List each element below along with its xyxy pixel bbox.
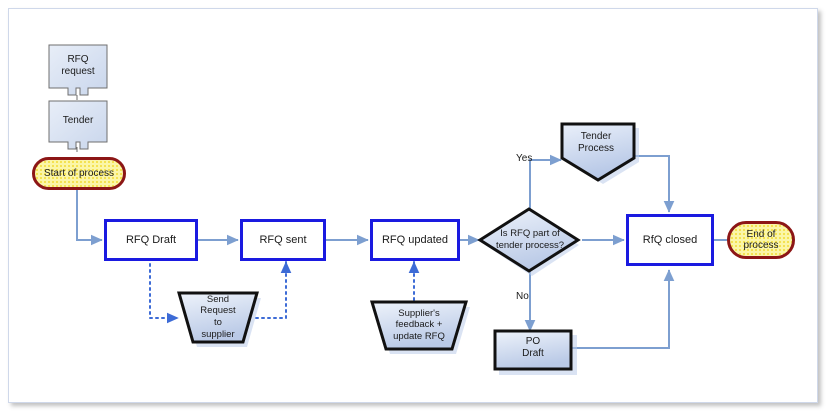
node-rfq-request[interactable] [48, 44, 108, 100]
edge-start-to-rfq-draft [76, 190, 103, 246]
node-tender-process[interactable] [557, 122, 643, 188]
node-tender[interactable] [48, 100, 108, 154]
node-rfq-sent[interactable]: RFQ sent [240, 219, 326, 261]
node-decision[interactable] [477, 206, 589, 280]
node-start-of-process-label: Start of process [43, 167, 115, 179]
edge-label-no: No [516, 291, 529, 302]
edge-decision-yes-to-tender-process [529, 154, 562, 214]
node-send-request[interactable] [166, 289, 266, 351]
node-rfq-draft-label: RFQ Draft [125, 233, 177, 246]
node-rfq-sent-label: RFQ sent [259, 233, 307, 246]
node-supplier-feedback[interactable] [359, 298, 475, 358]
edge-send-request-to-rfq-sent [255, 261, 292, 319]
node-rfq-updated[interactable]: RFQ updated [370, 219, 460, 261]
node-po-draft[interactable] [492, 327, 580, 377]
edge-label-yes: Yes [516, 153, 533, 164]
node-rfq-closed-label: RfQ closed [642, 233, 698, 246]
node-start-of-process[interactable]: Start of process [32, 157, 126, 190]
node-rfq-updated-label: RFQ updated [381, 233, 449, 246]
edge-po-draft-to-rfq-closed [569, 269, 675, 349]
node-end-of-process[interactable]: End of process [727, 221, 795, 259]
edge-tender-process-to-rfq-closed [633, 155, 675, 213]
node-rfq-closed[interactable]: RfQ closed [626, 214, 714, 266]
edge-rfq-draft-to-send-request [149, 257, 179, 324]
node-rfq-draft[interactable]: RFQ Draft [104, 219, 198, 261]
